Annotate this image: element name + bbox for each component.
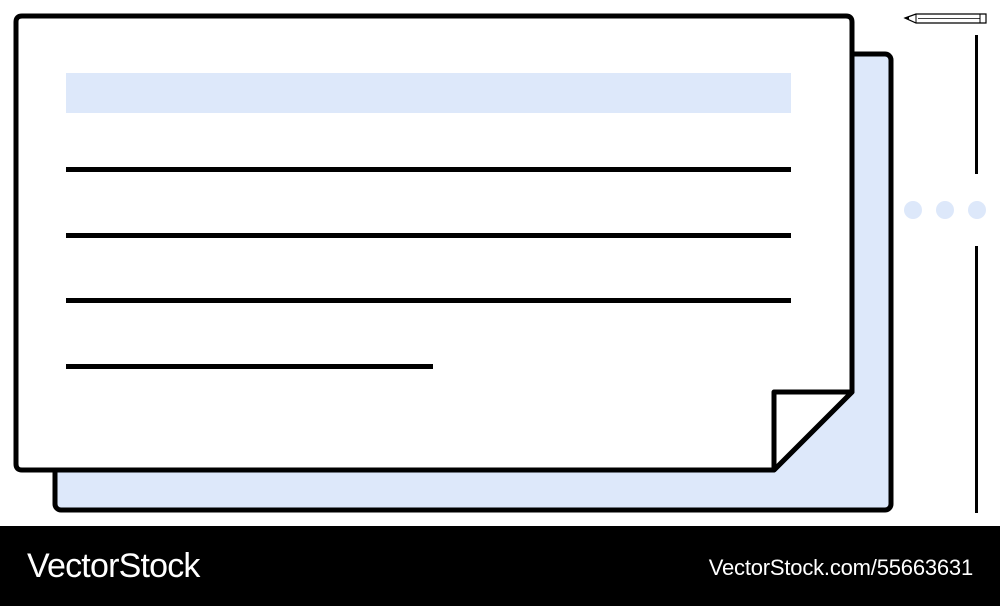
- header-highlight-bar: [66, 73, 791, 113]
- vertical-divider-bottom: [975, 246, 978, 513]
- vertical-divider-top: [975, 35, 978, 174]
- front-sheet: [13, 13, 855, 473]
- watermark-footer: VectorStock VectorStock.com/55663631: [0, 526, 1000, 606]
- text-line: [66, 167, 791, 172]
- text-line: [66, 233, 791, 238]
- image-reference: VectorStock.com/55663631: [708, 555, 973, 580]
- folded-corner: [771, 389, 855, 473]
- document-illustration: [13, 13, 987, 513]
- text-line: [66, 298, 791, 303]
- pencil-icon: [903, 13, 987, 24]
- pagination-dots-icon: [904, 201, 986, 219]
- text-line-short: [66, 364, 433, 369]
- brand-name: VectorStock: [27, 547, 200, 585]
